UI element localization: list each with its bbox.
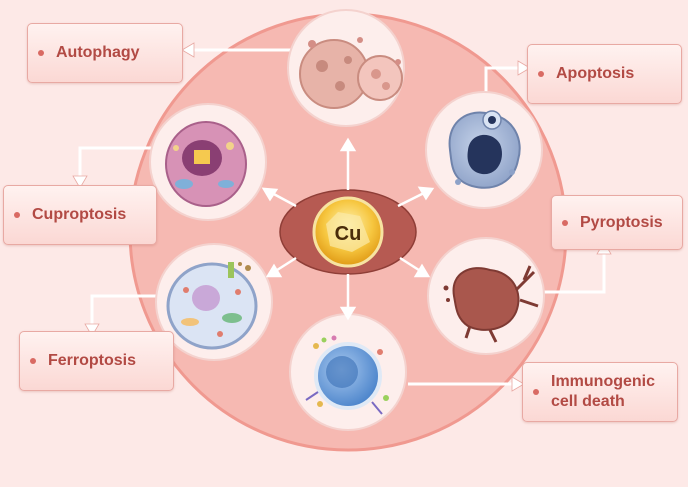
bullet-dot	[562, 219, 568, 226]
label-text: Apoptosis	[556, 65, 635, 82]
bullet-dot	[538, 71, 544, 77]
label-text: Ferroptosis	[48, 352, 137, 369]
copper-crystal	[326, 212, 370, 252]
label-immunogenic: Immunogenic cell death	[522, 362, 678, 422]
label-apoptosis: Apoptosis	[527, 44, 682, 104]
ferroptosis-cell	[166, 262, 258, 350]
label-cuproptosis: Cuproptosis	[3, 185, 157, 245]
bullet-dot	[38, 50, 44, 56]
center-arrows	[261, 137, 435, 321]
autophagy-cell	[299, 37, 403, 109]
connector-arrowheads	[72, 42, 612, 392]
cuproptosis-cell	[165, 121, 247, 207]
label-line-1: Immunogenic	[551, 373, 656, 390]
pyroptosis-cell	[443, 265, 539, 343]
label-text: Pyroptosis	[580, 213, 663, 231]
label-ferroptosis: Ferroptosis	[19, 331, 174, 391]
apoptosis-cell	[448, 110, 521, 189]
label-line-2: cell death	[551, 393, 625, 410]
label-text: Immunogenic cell death	[551, 372, 655, 412]
connector-lines	[78, 48, 606, 386]
label-text: Autophagy	[56, 44, 140, 61]
label-autophagy: Autophagy	[27, 23, 183, 83]
copper-symbol: Cu	[335, 223, 362, 245]
bullet-dot	[14, 212, 20, 218]
immunogenic-cell	[305, 335, 389, 415]
bullet-dot	[30, 358, 36, 364]
label-pyroptosis: Pyroptosis	[551, 195, 683, 250]
bullet-dot	[533, 389, 539, 395]
label-text: Cuproptosis	[32, 206, 127, 223]
